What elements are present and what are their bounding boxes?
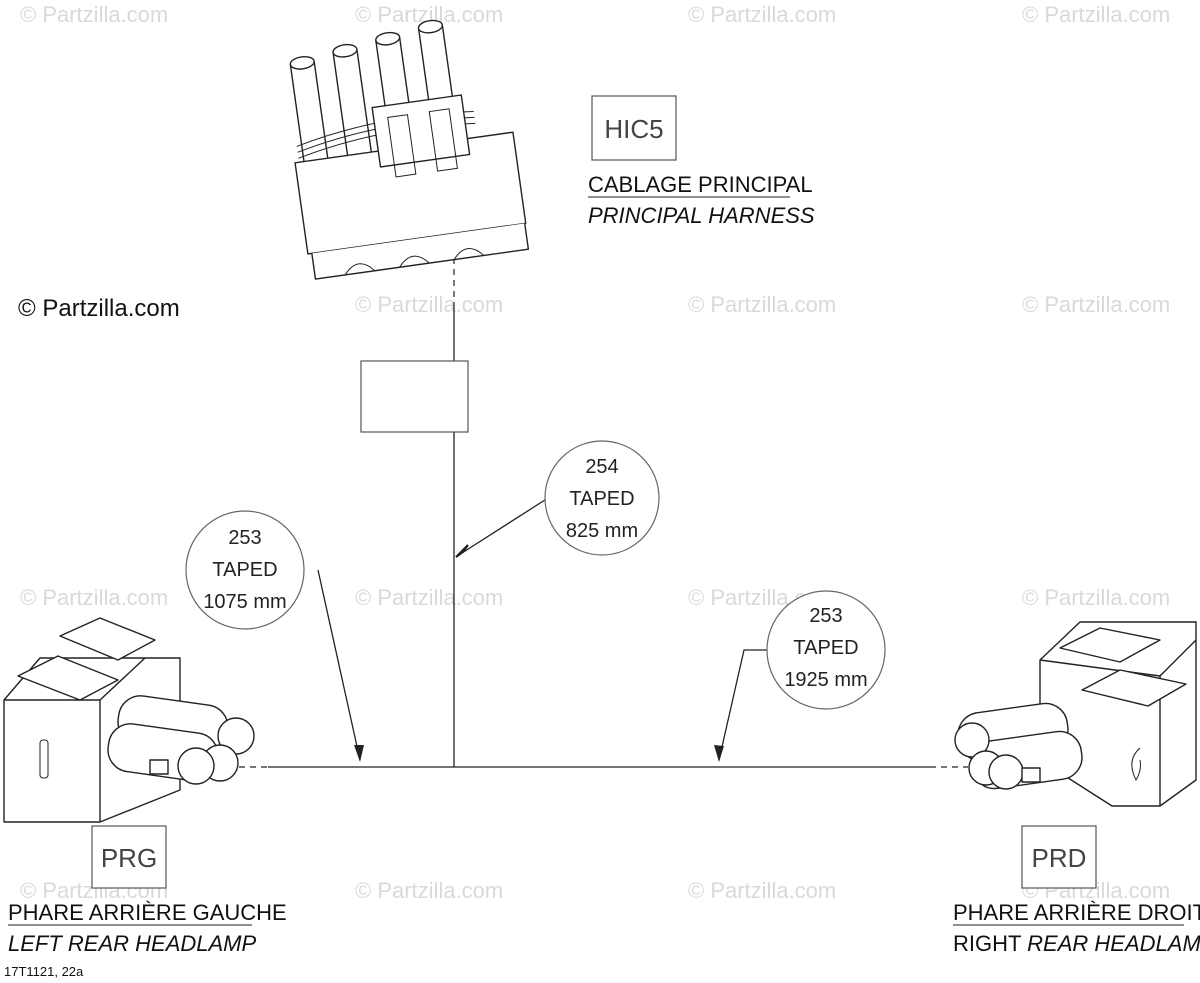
callout-circle: [544, 440, 660, 556]
terminal-tube-end: [417, 19, 444, 34]
diagram-reference: 17T1121, 22a: [4, 964, 84, 979]
watermark: © Partzilla.com: [355, 878, 503, 903]
terminal-sockets: [344, 248, 485, 276]
left-callout: 253 TAPED 1075 mm: [185, 510, 305, 630]
watermark: © Partzilla.com: [355, 585, 503, 610]
callout-wire-number: 254: [585, 456, 618, 478]
main-connector-label-en: PRINCIPAL HARNESS: [588, 203, 815, 228]
tape-marker-box: [360, 360, 469, 433]
callout-finish: TAPED: [569, 488, 634, 510]
callout-finish: TAPED: [212, 559, 277, 581]
right-callout: 253 TAPED 1925 mm: [766, 590, 886, 710]
latch-slot: [428, 108, 458, 172]
right-label-plain: RIGHT: [953, 931, 1021, 956]
right-connector-code-box: [1021, 825, 1097, 889]
arrowhead: [354, 745, 364, 762]
watermark: © Partzilla.com: [688, 2, 836, 27]
main-connector-code-box: [591, 95, 677, 161]
pin-mark: [1131, 747, 1141, 782]
right-connector-icon: [954, 621, 1197, 807]
left-connector-label-fr: PHARE ARRIÈRE GAUCHE: [8, 900, 287, 925]
watermark: © Partzilla.com: [1022, 292, 1170, 317]
watermark-grid: © Partzilla.com © Partzilla.com © Partzi…: [20, 2, 1170, 903]
right-connector-label-en: RIGHT REAR HEADLAMP: [953, 931, 1200, 956]
arrowhead: [714, 745, 724, 762]
watermark: © Partzilla.com: [1022, 585, 1170, 610]
callout-circle: [185, 510, 305, 630]
terminal-socket: [177, 747, 215, 785]
right-label-italic: REAR HEADLAMP: [1027, 931, 1200, 956]
left-connector-label-en: LEFT REAR HEADLAMP: [8, 931, 256, 956]
latch-tab: [1081, 669, 1187, 707]
release-clip: [1021, 767, 1041, 783]
trunk-callout: 254 TAPED 825 mm: [544, 440, 660, 556]
right-leader: [718, 649, 772, 761]
latch: [371, 94, 471, 168]
left-connector-icon: [3, 617, 255, 823]
terminal-tube-end: [289, 55, 315, 70]
watermark: © Partzilla.com: [1022, 2, 1170, 27]
callout-leaders: [317, 497, 772, 762]
watermark: © Partzilla.com: [688, 878, 836, 903]
callout-length: 825 mm: [566, 520, 638, 542]
housing-edge: [1159, 639, 1197, 677]
harness-wires: [228, 258, 968, 768]
watermark: © Partzilla.com: [355, 292, 503, 317]
terminal-socket: [954, 722, 990, 758]
left-connector-code: PRG: [101, 843, 157, 873]
callout-wire-number: 253: [809, 605, 842, 627]
right-connector-code: PRD: [1032, 843, 1087, 873]
right-connector-label-fr: PHARE ARRIÈRE DROIT: [953, 900, 1200, 925]
latch-tab: [1059, 627, 1161, 663]
latch-tab: [59, 617, 156, 661]
main-connector-icon: [289, 19, 530, 280]
terminal-tube-end: [375, 31, 401, 46]
copyright-label: © Partzilla.com: [18, 295, 180, 322]
latch-slot: [387, 114, 417, 178]
callout-finish: TAPED: [793, 637, 858, 659]
watermark: © Partzilla.com: [20, 585, 168, 610]
callout-length: 1075 mm: [203, 591, 286, 613]
release-clip: [149, 759, 169, 775]
arrowhead: [455, 544, 469, 558]
main-connector-code: HIC5: [604, 114, 663, 144]
trunk-leader: [461, 497, 549, 554]
callout-circle: [766, 590, 886, 710]
watermark: © Partzilla.com: [20, 2, 168, 27]
latch-tab: [17, 655, 119, 701]
left-leader: [317, 569, 361, 761]
callout-wire-number: 253: [228, 527, 261, 549]
left-connector-code-box: [91, 825, 167, 889]
callout-length: 1925 mm: [784, 669, 867, 691]
terminal-socket: [988, 754, 1024, 790]
main-connector-label-fr: CABLAGE PRINCIPAL: [588, 172, 813, 197]
housing-edge: [99, 657, 146, 701]
terminal-tube-end: [332, 43, 358, 58]
watermark: © Partzilla.com: [688, 292, 836, 317]
pin-mark: [39, 739, 49, 779]
